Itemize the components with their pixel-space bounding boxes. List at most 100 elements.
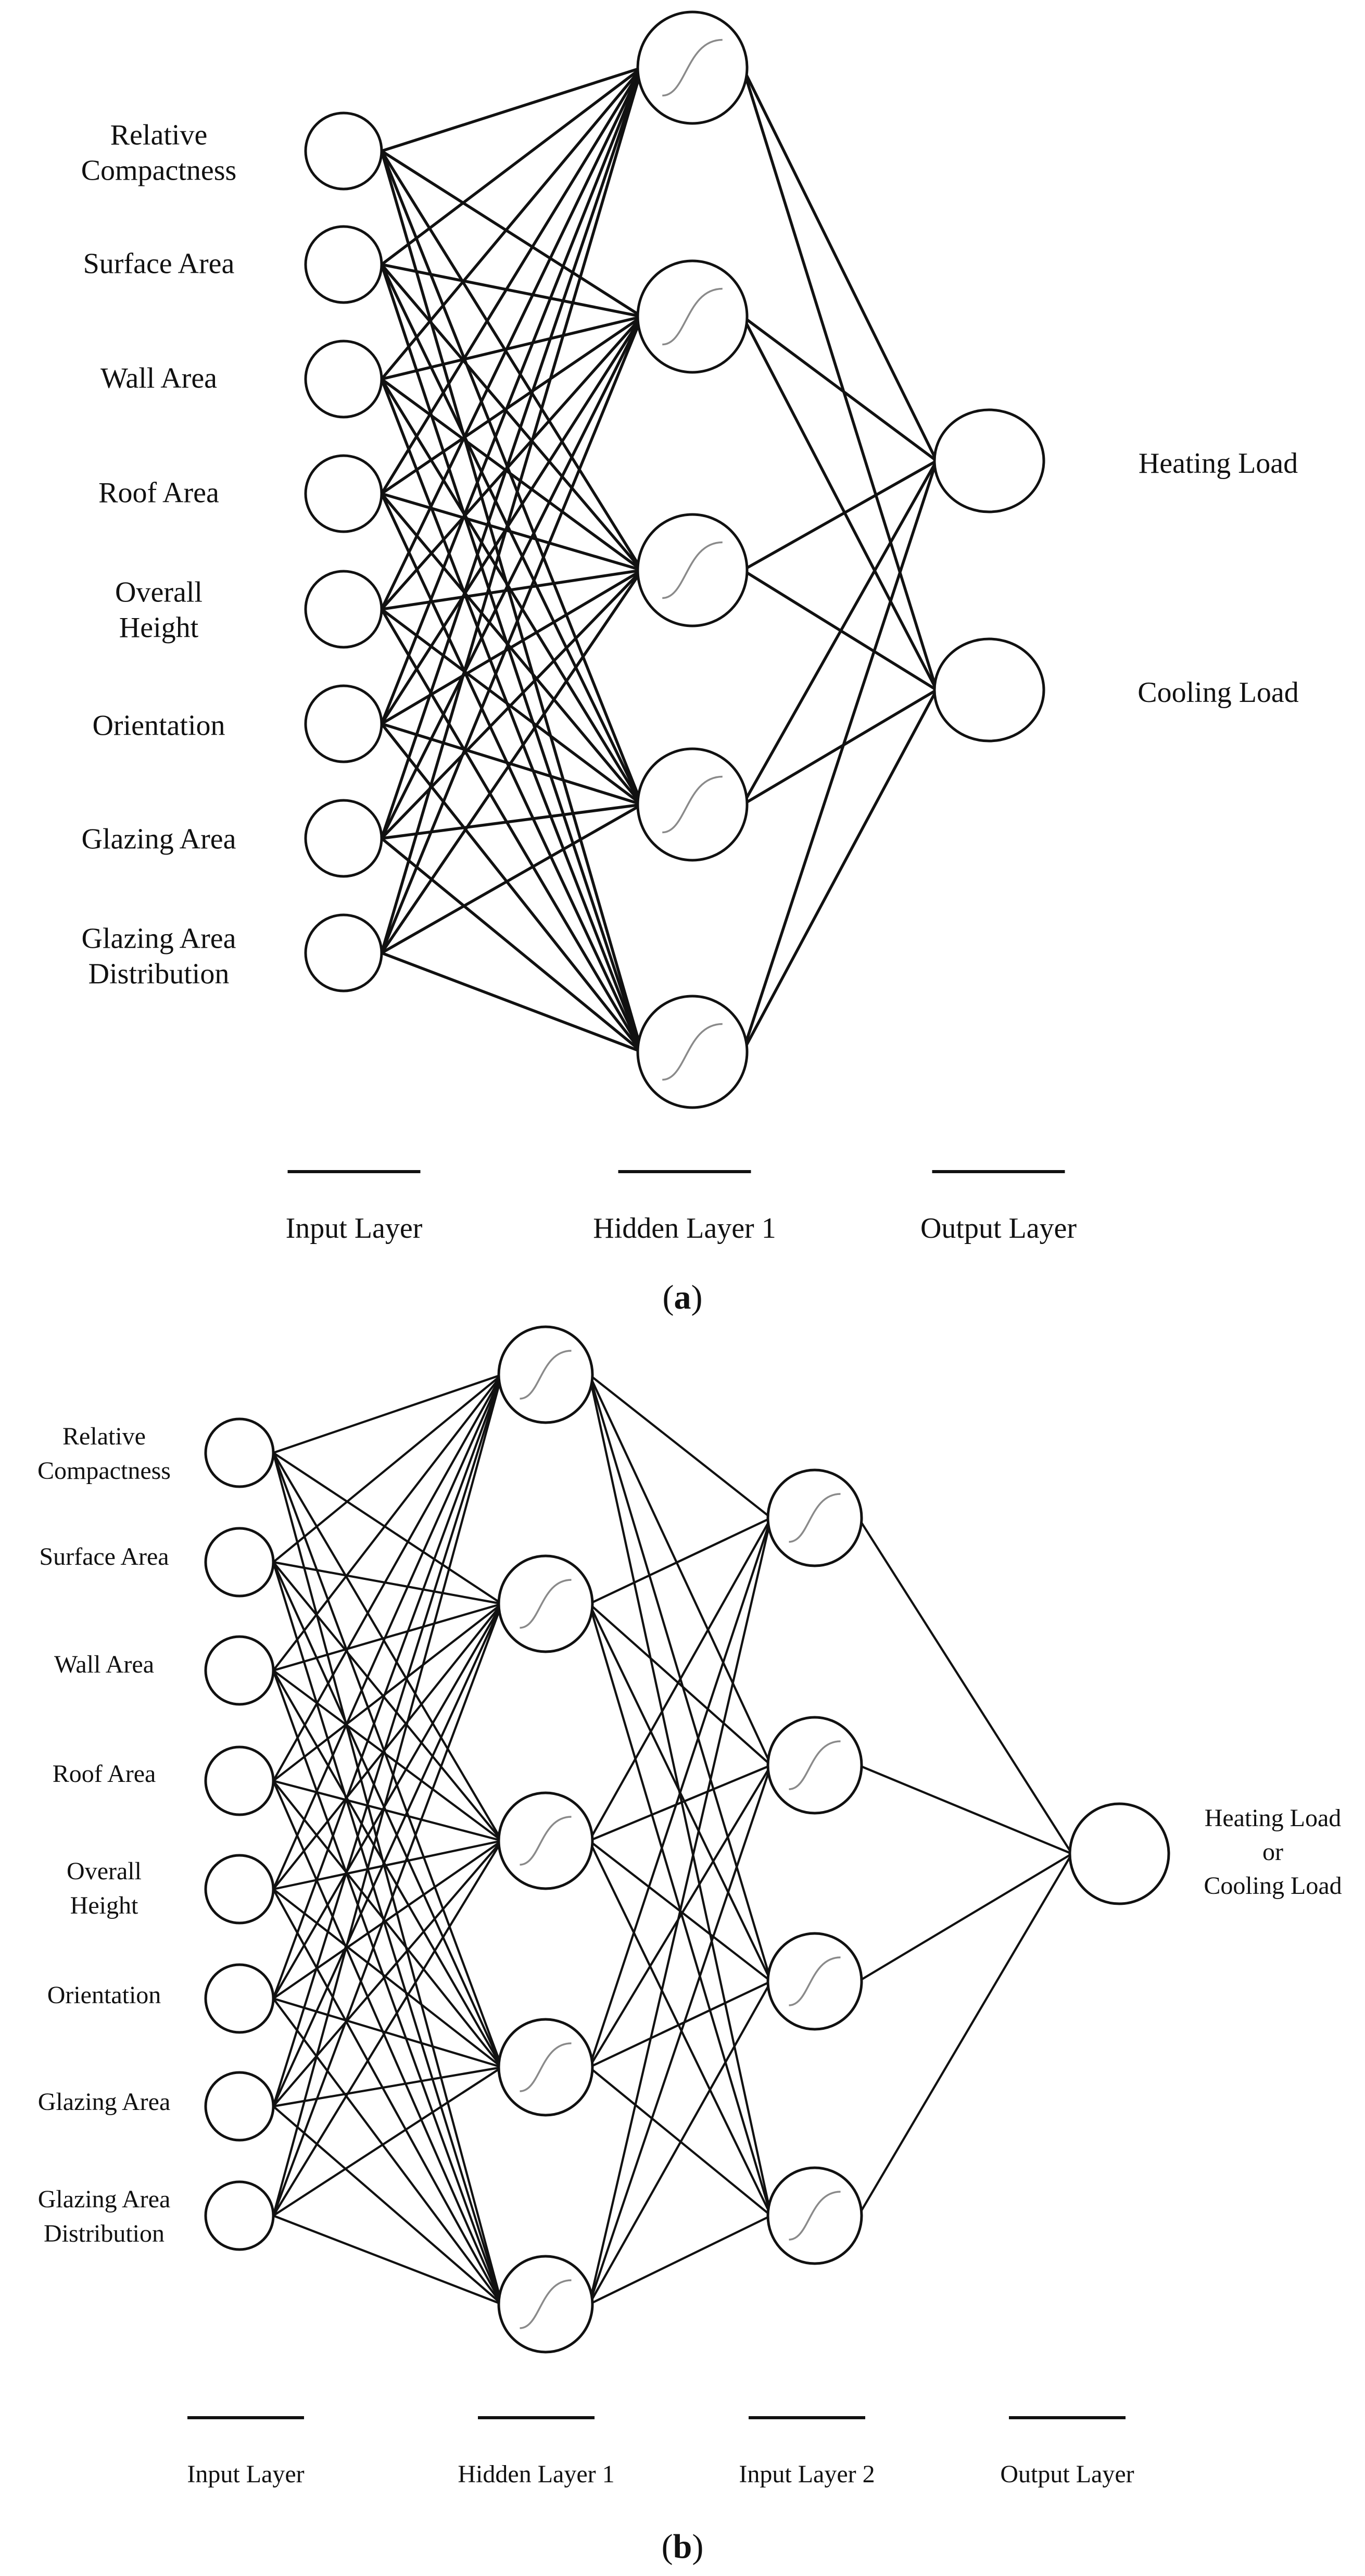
- connection-line: [273, 1997, 502, 2069]
- input-label-glazing-area-distribution: Distribution: [44, 2220, 165, 2247]
- sigmoid-activation-icon: [520, 1816, 572, 1866]
- connection-line: [380, 67, 643, 953]
- connection-line: [589, 2215, 772, 2305]
- input-label-relative-compactness: Compactness: [81, 155, 237, 187]
- connection-line: [272, 1374, 503, 1672]
- connection-line: [857, 1853, 1073, 1982]
- connection-line: [381, 608, 643, 806]
- hidden-neuron: [497, 2255, 594, 2354]
- connection-line: [273, 2215, 502, 2305]
- output-label-heating-load: Heating Load: [1139, 447, 1298, 480]
- connection-line: [588, 1374, 772, 1766]
- connection-line: [272, 1603, 503, 2107]
- connection-line: [380, 150, 643, 1052]
- sigmoid-activation-icon: [789, 1956, 841, 2006]
- hidden-neuron: [766, 2166, 863, 2265]
- sigmoid-activation-icon: [520, 2279, 572, 2329]
- connection-line: [272, 1888, 503, 2068]
- connection-line: [741, 460, 938, 1052]
- connection-line: [380, 316, 643, 839]
- connection-line: [272, 1374, 503, 1782]
- hidden-neuron: [766, 1716, 863, 1815]
- connection-line: [381, 569, 643, 839]
- connection-line: [272, 1840, 503, 2107]
- hidden-neuron: [636, 513, 749, 627]
- input-neuron: [204, 2180, 275, 2251]
- sigmoid-activation-icon: [662, 287, 723, 346]
- connection-line: [380, 67, 643, 495]
- connection-line: [741, 460, 938, 806]
- connection-line: [381, 569, 642, 611]
- connection-line: [380, 150, 643, 806]
- connection-line: [272, 1452, 503, 1842]
- connection-line: [381, 66, 642, 153]
- connection-line: [742, 315, 938, 462]
- connection-line: [272, 1452, 503, 1605]
- connection-line: [272, 2105, 503, 2305]
- input-label-glazing-area-distribution: Distribution: [89, 958, 230, 990]
- connection-line: [381, 569, 643, 725]
- connection-line: [380, 67, 643, 380]
- diagram-a-neurons: [304, 10, 1045, 1109]
- connection-line: [741, 67, 938, 462]
- connection-line: [381, 803, 642, 840]
- connection-line: [272, 1670, 503, 2305]
- connection-line: [381, 837, 643, 1053]
- hidden-neuron: [497, 2018, 594, 2117]
- hidden-neuron: [636, 747, 749, 862]
- input-label-wall-area: Wall Area: [100, 362, 217, 395]
- hidden-neuron: [497, 1325, 594, 1424]
- connection-line: [381, 492, 642, 572]
- input-neuron: [304, 340, 383, 419]
- input-neuron: [204, 1745, 275, 1816]
- connection-line: [380, 263, 643, 571]
- sigmoid-activation-icon: [789, 1493, 841, 1543]
- input-label-overall-height: Height: [70, 1892, 138, 1919]
- input-label-glazing-area: Glazing Area: [38, 2088, 171, 2116]
- connection-line: [588, 1517, 772, 2068]
- connection-line: [380, 67, 643, 725]
- layer-label-output-layer: Output Layer: [1000, 2460, 1134, 2488]
- connection-line: [273, 1561, 502, 1605]
- sigmoid-activation-icon: [520, 1579, 572, 1629]
- connection-line: [272, 1603, 503, 2216]
- input-label-glazing-area-distribution: Glazing Area: [38, 2185, 171, 2213]
- connection-line: [381, 66, 643, 266]
- connection-line: [380, 608, 643, 1053]
- connection-line: [588, 1517, 772, 1842]
- connection-line: [272, 1888, 503, 2305]
- caption-paren: ): [691, 1278, 703, 1316]
- connection-line: [273, 2066, 502, 2108]
- connection-line: [857, 1853, 1073, 2217]
- sigmoid-activation-icon: [662, 541, 723, 599]
- caption-b: (b): [662, 2528, 704, 2566]
- input-label-relative-compactness: Relative: [110, 119, 208, 152]
- connection-line: [272, 1780, 503, 2305]
- connection-line: [380, 263, 643, 806]
- input-neuron: [204, 1854, 275, 1925]
- connection-line: [588, 1603, 772, 1766]
- connection-line: [588, 1840, 772, 2216]
- hidden-neuron: [636, 995, 749, 1109]
- input-neuron: [304, 799, 383, 878]
- caption-a: (a): [663, 1278, 703, 1316]
- caption-paren: (: [663, 1278, 674, 1316]
- connection-line: [381, 378, 643, 572]
- connection-line: [380, 493, 643, 806]
- connection-line: [272, 1374, 503, 1890]
- connection-line: [381, 951, 642, 1053]
- connection-line: [588, 1765, 772, 2305]
- input-label-roof-area: Roof Area: [98, 477, 219, 509]
- connection-line: [380, 569, 643, 954]
- caption-paren: (: [662, 2528, 673, 2566]
- caption-letter: a: [674, 1278, 691, 1316]
- input-label-wall-area: Wall Area: [54, 1651, 154, 1678]
- diagram-b-neurons: [204, 1325, 1170, 2354]
- input-neuron: [304, 111, 383, 191]
- connection-line: [741, 67, 938, 690]
- connection-line: [272, 1374, 503, 2216]
- input-neuron: [304, 570, 383, 649]
- layer-label-output-layer: Output Layer: [920, 1212, 1077, 1245]
- input-neuron: [304, 225, 383, 304]
